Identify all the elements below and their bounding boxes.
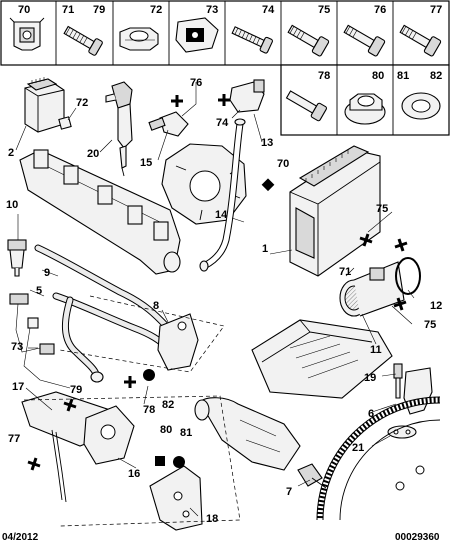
callout-81: 81 bbox=[180, 427, 192, 439]
callout-71: 71 bbox=[339, 266, 351, 278]
engine-ecu bbox=[289, 145, 381, 277]
header-label-81: 81 bbox=[397, 70, 409, 82]
header-label-74: 74 bbox=[262, 4, 275, 16]
marker-70 bbox=[261, 178, 275, 192]
callout-77: 77 bbox=[8, 433, 20, 445]
camshaft-sensor bbox=[148, 111, 189, 137]
o-ring-12 bbox=[395, 257, 421, 295]
callout-70: 70 bbox=[277, 158, 289, 170]
callout-6: 6 bbox=[368, 408, 374, 420]
header-label-71: 71 bbox=[62, 4, 74, 16]
clip-73-icon bbox=[175, 17, 219, 53]
bolt-77-icon bbox=[399, 24, 442, 57]
footer-date: 04/2012 bbox=[2, 532, 39, 543]
callout-74: 74 bbox=[216, 117, 229, 129]
callout-82: 82 bbox=[162, 399, 174, 411]
bolt-78-icon bbox=[285, 90, 328, 122]
callout-12: 12 bbox=[430, 300, 442, 312]
flange-nut-80-icon bbox=[344, 93, 386, 125]
pipe-bracket bbox=[157, 313, 199, 371]
header-label-79: 79 bbox=[93, 4, 105, 16]
callout-72: 72 bbox=[76, 97, 88, 109]
fuel-rail bbox=[19, 149, 181, 275]
callout-75-upper: 75 bbox=[376, 203, 388, 215]
target-plate bbox=[161, 143, 247, 225]
clip-nut-icon bbox=[9, 17, 45, 51]
callout-18: 18 bbox=[206, 513, 218, 525]
callout-10: 10 bbox=[6, 199, 18, 211]
header-label-70: 70 bbox=[18, 4, 30, 16]
callout-20: 20 bbox=[87, 148, 99, 160]
screw-74-icon bbox=[231, 26, 273, 54]
callout-79: 79 bbox=[70, 384, 82, 396]
callout-19: 19 bbox=[364, 372, 376, 384]
callout-76: 76 bbox=[190, 77, 202, 89]
callout-21: 21 bbox=[352, 442, 364, 454]
mount-bracket-18 bbox=[149, 465, 203, 531]
coolant-outlet-housing bbox=[194, 397, 301, 471]
callout-2: 2 bbox=[8, 147, 14, 159]
assembly-guides bbox=[23, 295, 241, 527]
header-label-77: 77 bbox=[430, 4, 442, 16]
engine-mount bbox=[21, 391, 135, 503]
preheat-relay-box bbox=[24, 77, 65, 133]
header-label-82: 82 bbox=[430, 70, 442, 82]
nut-72-icon bbox=[119, 27, 159, 51]
footer-reference: 00029360 bbox=[395, 532, 440, 543]
callout-9: 9 bbox=[44, 267, 50, 279]
callout-78: 78 bbox=[143, 404, 155, 416]
symbol-markers bbox=[27, 94, 408, 471]
header-label-80: 80 bbox=[372, 70, 384, 82]
callout-16: 16 bbox=[128, 468, 140, 480]
callout-11: 11 bbox=[370, 344, 382, 356]
clip-72-small bbox=[58, 116, 72, 130]
header-label-76: 76 bbox=[374, 4, 386, 16]
callout-80: 80 bbox=[160, 424, 172, 436]
header-label-78: 78 bbox=[318, 70, 330, 82]
callout-7: 7 bbox=[286, 486, 292, 498]
callout-14: 14 bbox=[215, 209, 228, 221]
header-label-75: 75 bbox=[318, 4, 330, 16]
callout-1: 1 bbox=[262, 243, 268, 255]
injector bbox=[105, 81, 133, 177]
bolt-75-icon bbox=[287, 24, 330, 57]
vacuum-hose bbox=[199, 118, 246, 272]
flywheel bbox=[316, 396, 441, 521]
fastener-table: 70 71 79 72 73 74 75 76 77 78 80 81 82 bbox=[0, 0, 450, 136]
pressure-sensor-13 bbox=[229, 79, 265, 113]
air-filter-housing bbox=[251, 319, 393, 399]
callout-numbers: 2 72 20 76 74 15 13 70 10 14 1 75 9 5 71… bbox=[6, 77, 442, 525]
coolant-temp-sensor bbox=[297, 463, 327, 489]
washer-icon bbox=[401, 92, 441, 120]
fuel-temp-sensor bbox=[7, 239, 27, 277]
bolt-76-icon bbox=[343, 24, 386, 57]
callout-13: 13 bbox=[261, 137, 273, 149]
callout-73: 73 bbox=[11, 341, 23, 353]
air-flow-meter bbox=[339, 261, 405, 317]
callout-17: 17 bbox=[12, 381, 24, 393]
screw-71-icon bbox=[63, 25, 103, 56]
callout-15: 15 bbox=[140, 157, 152, 169]
leader-lines bbox=[15, 82, 415, 517]
callout-5: 5 bbox=[36, 285, 42, 297]
wiring-connector bbox=[9, 293, 71, 389]
header-label-72: 72 bbox=[150, 4, 162, 16]
callout-75-lower: 75 bbox=[424, 319, 436, 331]
callout-8: 8 bbox=[153, 300, 159, 312]
header-label-73: 73 bbox=[206, 4, 218, 16]
